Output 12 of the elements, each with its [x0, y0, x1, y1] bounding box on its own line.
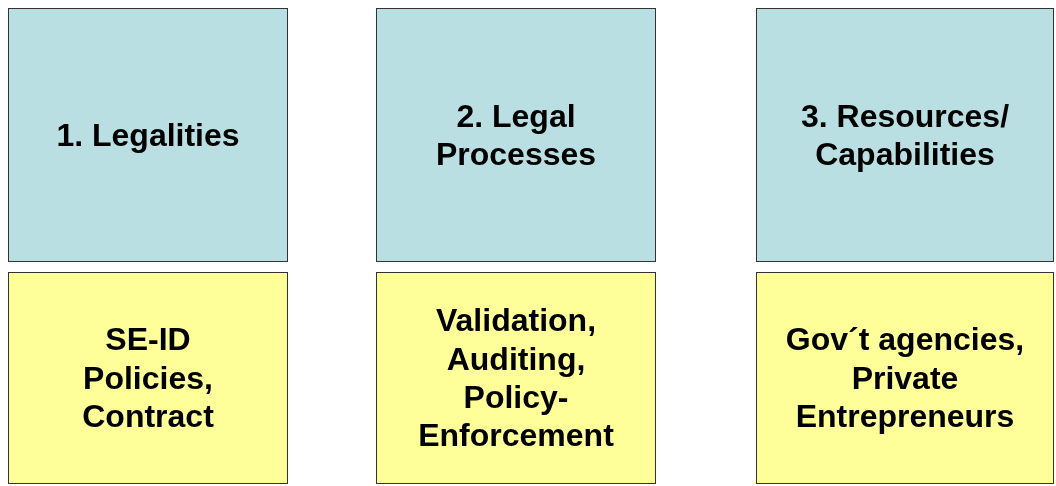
detail-text: Validation, Auditing, Policy- Enforcement [417, 301, 615, 455]
detail-box [8, 272, 288, 484]
detail-text: SE-ID Policies, Contract [81, 320, 215, 436]
detail-text: Gov´t agencies, Private Entrepreneurs [784, 320, 1026, 436]
category-label: 2. Legal Processes [434, 96, 598, 174]
detail-box [756, 272, 1054, 484]
category-label: 3. Resources/ Capabilities [799, 96, 1011, 174]
category-box [756, 8, 1054, 262]
category-box [376, 8, 656, 262]
category-label: 1. Legalities [55, 115, 241, 155]
detail-box [376, 272, 656, 484]
category-box [8, 8, 288, 262]
